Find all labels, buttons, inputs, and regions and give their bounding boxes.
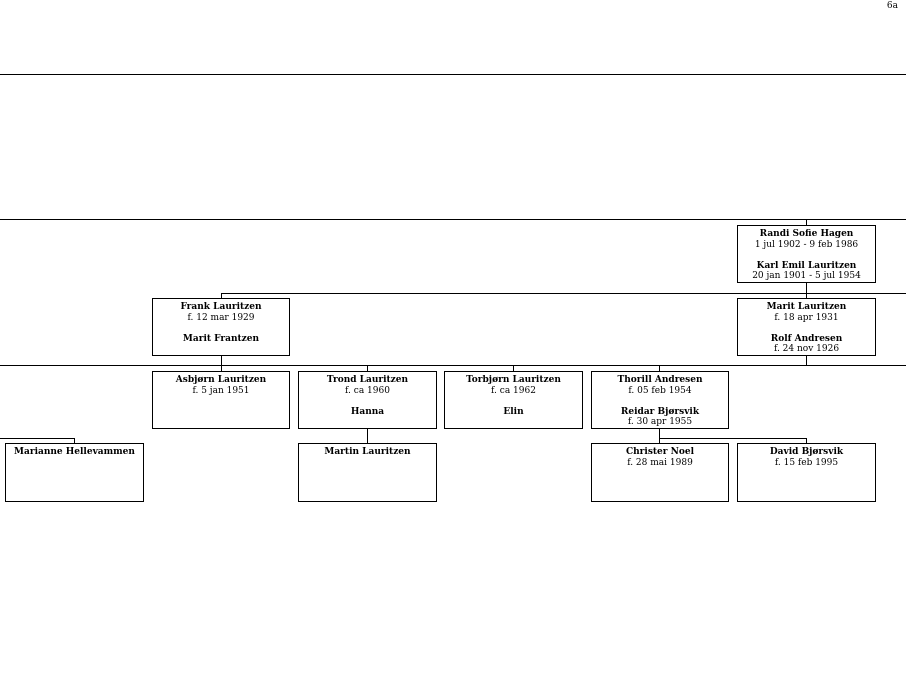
spouse-name: Rolf Andresen: [770, 333, 843, 344]
person-dates: f. 05 feb 1954: [628, 385, 692, 396]
person-dates: f. 15 feb 1995: [774, 457, 839, 468]
person-name: Martin Lauritzen: [324, 447, 411, 457]
connector-line: [659, 365, 660, 371]
connector-line: [659, 428, 660, 443]
person-dates: f. 12 mar 1929: [187, 312, 255, 323]
person-box-christer[interactable]: Christer Noel f. 28 mai 1989: [591, 443, 729, 502]
connector-line: [806, 282, 807, 293]
connector-line: [806, 293, 807, 298]
connector-line: [221, 355, 222, 371]
connector-line: [806, 355, 807, 365]
connector-line: [221, 293, 906, 294]
person-box-marianne[interactable]: Marianne Hellevammen: [5, 443, 144, 502]
person-box-martin[interactable]: Martin Lauritzen: [298, 443, 437, 502]
connector-line: [74, 438, 75, 443]
person-dates: f. ca 1962: [491, 385, 536, 396]
person-box-marit[interactable]: Marit Lauritzen f. 18 apr 1931 Rolf Andr…: [737, 298, 876, 356]
person-dates: f. ca 1960: [345, 385, 390, 396]
person-name: Randi Sofie Hagen: [759, 229, 854, 239]
separator-line: [0, 219, 906, 220]
person-name: Frank Lauritzen: [180, 302, 262, 312]
spouse-dates: f. 24 nov 1926: [773, 344, 840, 354]
spouse-name: Marit Frantzen: [182, 333, 260, 344]
person-box-david[interactable]: David Bjørsvik f. 15 feb 1995: [737, 443, 876, 502]
person-dates: f. 18 apr 1931: [774, 312, 839, 323]
person-name: Marianne Hellevammen: [14, 447, 135, 457]
connector-line: [806, 438, 807, 443]
connector-line: [806, 219, 807, 225]
connector-line: [659, 438, 807, 439]
person-box-asbjorn[interactable]: Asbjørn Lauritzen f. 5 jan 1951: [152, 371, 290, 429]
person-name: Christer Noel: [625, 447, 695, 457]
person-name: Trond Lauritzen: [326, 375, 409, 385]
connector-line: [659, 365, 807, 366]
separator-line: [0, 74, 906, 75]
spouse-name: Hanna: [350, 406, 385, 417]
person-name: Asbjørn Lauritzen: [175, 375, 267, 385]
connector-line: [0, 438, 75, 439]
connector-line: [367, 428, 368, 443]
spouse-name: Karl Emil Lauritzen: [756, 260, 857, 271]
connector-line: [367, 365, 368, 371]
person-box-thorill[interactable]: Thorill Andresen f. 05 feb 1954 Reidar B…: [591, 371, 729, 429]
person-name: Torbjørn Lauritzen: [466, 375, 561, 385]
spouse-name: Reidar Bjørsvik: [620, 406, 700, 417]
spouse-dates: f. 30 apr 1955: [627, 417, 693, 427]
person-name: Marit Lauritzen: [766, 302, 847, 312]
person-box-trond[interactable]: Trond Lauritzen f. ca 1960 Hanna: [298, 371, 437, 429]
person-box-torbjorn[interactable]: Torbjørn Lauritzen f. ca 1962 Elin: [444, 371, 583, 429]
connector-line: [221, 293, 222, 298]
person-dates: f. 5 jan 1951: [192, 385, 250, 396]
spouse-dates: 20 jan 1901 - 5 jul 1954: [752, 271, 861, 281]
person-dates: f. 28 mai 1989: [627, 457, 693, 468]
person-dates: 1 jul 1902 - 9 feb 1986: [754, 239, 859, 250]
page-number: 6a: [886, 1, 898, 11]
person-name: Thorill Andresen: [617, 375, 703, 385]
spouse-name: Elin: [503, 406, 524, 417]
connector-line: [513, 365, 514, 371]
person-name: David Bjørsvik: [769, 447, 844, 457]
person-box-frank[interactable]: Frank Lauritzen f. 12 mar 1929 Marit Fra…: [152, 298, 290, 356]
person-box-randi[interactable]: Randi Sofie Hagen 1 jul 1902 - 9 feb 198…: [737, 225, 876, 283]
